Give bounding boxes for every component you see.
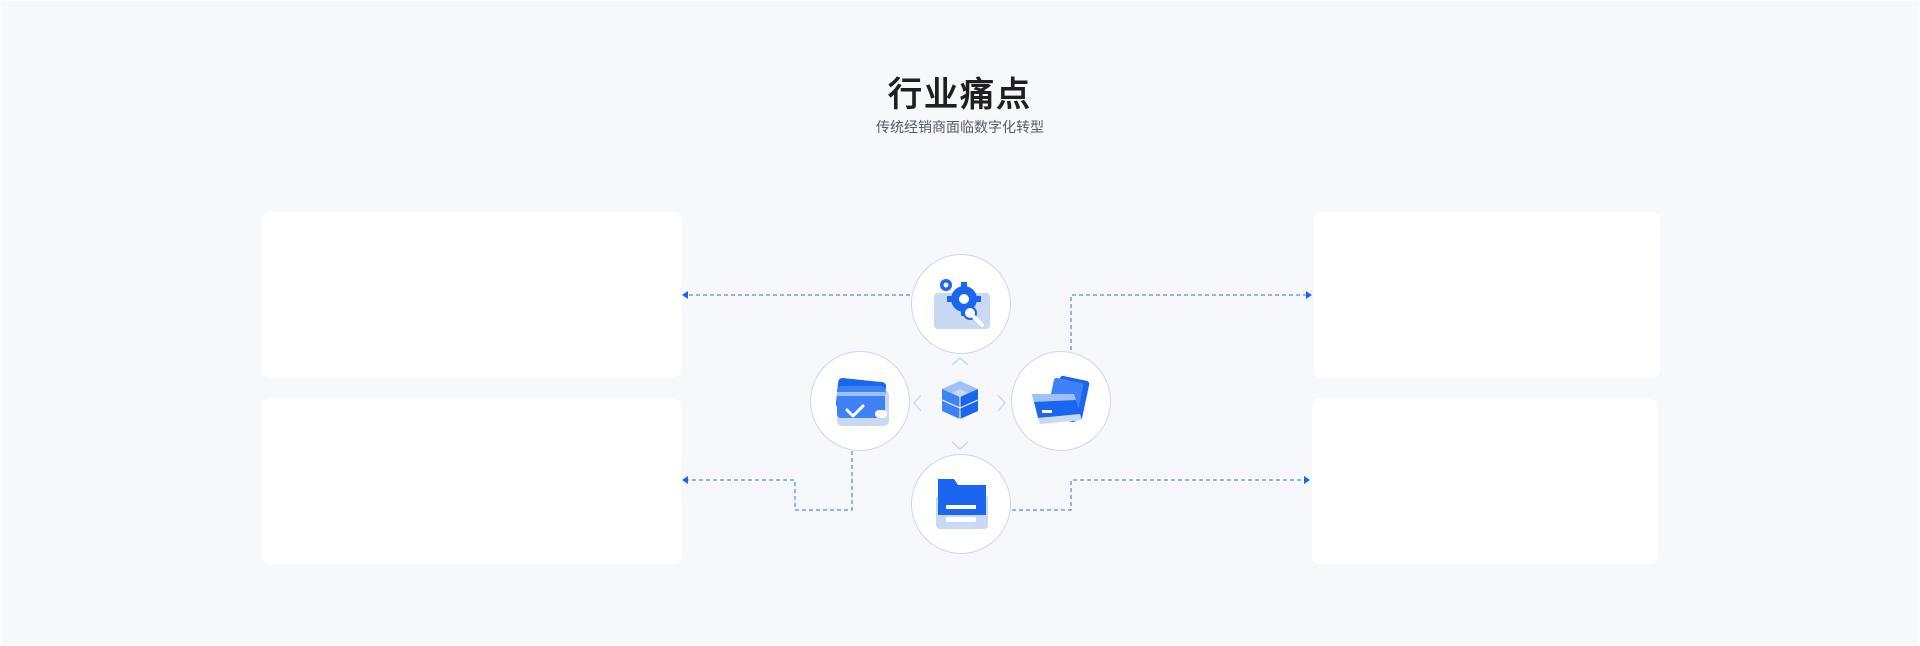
- arrow-bottom-left: [682, 476, 688, 484]
- chevron-up-icon: [951, 357, 969, 366]
- cube-stack-icon: [941, 381, 979, 419]
- node-top: [911, 254, 1011, 354]
- section-title: 行业痛点: [888, 75, 1032, 115]
- pain-point-card-top-right: [1314, 212, 1660, 378]
- folder-icon: [936, 479, 988, 529]
- arrow-top-left: [682, 291, 688, 299]
- pain-point-card-top-left: [261, 212, 682, 378]
- chevron-left-icon: [913, 394, 922, 412]
- node-left: [810, 351, 910, 451]
- pain-point-card-bottom-left: [261, 398, 682, 564]
- chevron-down-icon: [951, 441, 969, 450]
- pain-point-card-bottom-right: [1312, 398, 1658, 564]
- connector-top-right: [1070, 294, 1308, 350]
- wallet-check-icon: [835, 377, 889, 426]
- node-bottom: [911, 454, 1011, 554]
- cards-stack-icon: [1032, 375, 1090, 424]
- connector-bottom-right: [1012, 479, 1306, 511]
- chevron-right-icon: [997, 394, 1006, 412]
- arrow-top-right: [1306, 291, 1312, 299]
- node-right: [1011, 351, 1111, 451]
- arrow-bottom-right: [1304, 476, 1310, 484]
- section-subtitle: 传统经销商面临数字化转型: [876, 120, 1044, 136]
- gear-search-icon: [934, 279, 990, 329]
- connector-bottom-left: [685, 451, 853, 511]
